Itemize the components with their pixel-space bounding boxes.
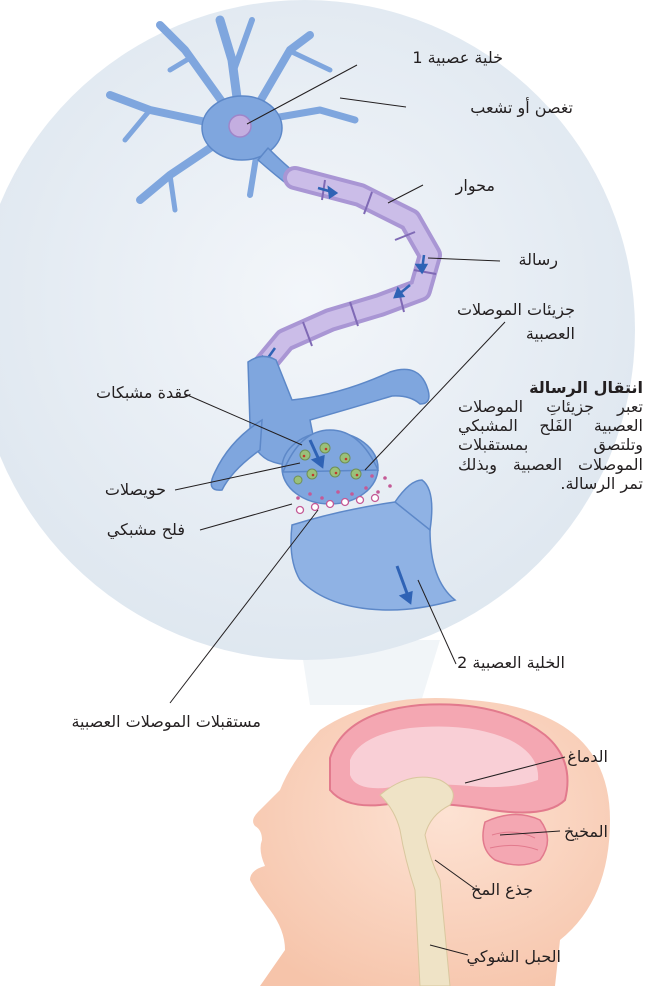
label-synaptic-cleft: فلح مشبكي xyxy=(107,520,185,539)
label-dendrite: تغصن أو تشعب xyxy=(470,98,573,117)
label-neuron-2: الخلية العصبية 2 xyxy=(457,653,565,672)
label-receptors: مستقبلات الموصلات العصبية xyxy=(71,712,261,731)
label-message: رسالة xyxy=(519,250,558,269)
label-neuron-1: خلية عصبية 1 xyxy=(412,48,503,67)
nucleus xyxy=(229,115,251,137)
label-vesicles: حويصلات xyxy=(105,480,166,499)
label-brainstem: جذع المخ xyxy=(471,880,533,899)
label-cerebellum: المخيخ xyxy=(564,822,608,841)
label-neurotransmitters-2: العصبية xyxy=(526,324,575,343)
label-neurotransmitters-1: جزيئات الموصلات xyxy=(457,300,575,319)
transmission-title: انتقال الرسالة xyxy=(458,378,643,397)
label-axon: محوار xyxy=(456,176,495,195)
label-brain: الدماغ xyxy=(567,747,608,766)
transmission-box: انتقال الرسالة تعبر جزيئاتِ الموصلات الع… xyxy=(458,378,643,493)
label-spinal-cord: الحبل الشوكي xyxy=(467,947,562,966)
label-synaptic-knob: عقدة مشبكات xyxy=(96,383,192,402)
cerebellum-shape xyxy=(483,814,548,865)
transmission-body: تعبر جزيئاتِ الموصلات العصبية الفَلح الم… xyxy=(458,397,643,493)
